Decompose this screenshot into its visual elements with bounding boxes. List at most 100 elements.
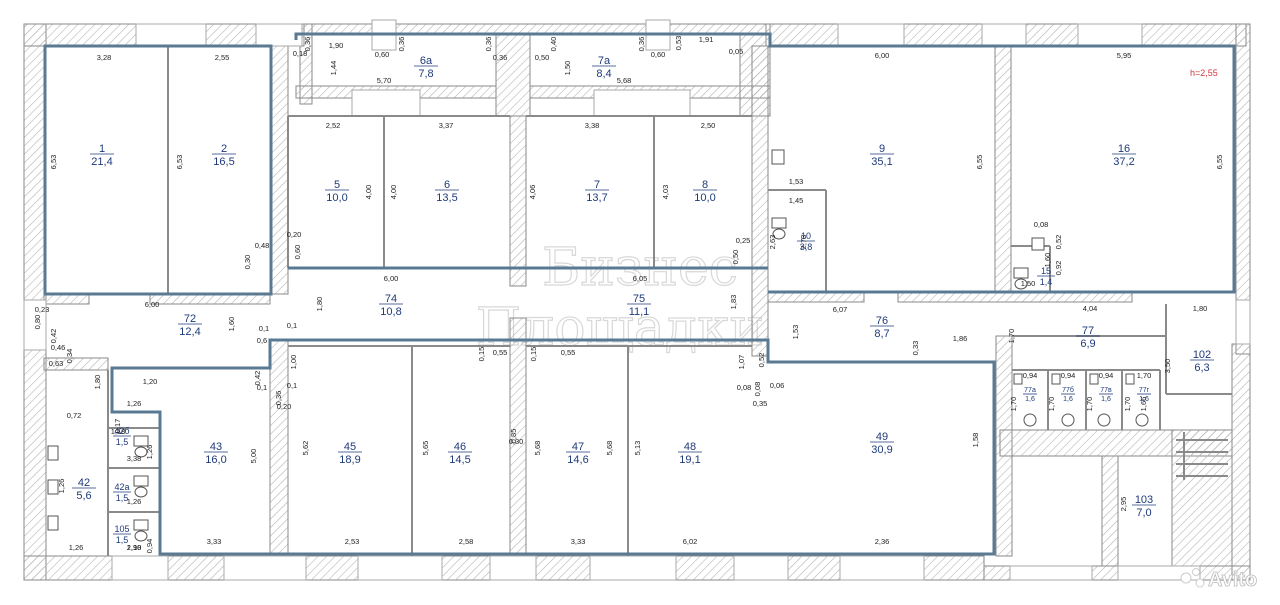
dimension-label: 3,28 <box>97 53 112 62</box>
room-number: 9 <box>879 143 885 155</box>
room-number: 7а <box>598 55 611 67</box>
room-labels: 121,4216,56а7,87а8,4935,11637,2510,0613,… <box>72 55 1214 545</box>
room-area: 8,4 <box>596 68 611 80</box>
dimension-label: 1,70 <box>1137 371 1152 380</box>
dimension-label: 1,53 <box>791 325 800 340</box>
wall-int-f <box>751 45 769 357</box>
toilet-icon <box>133 435 149 458</box>
dimension-label: 2,36 <box>875 537 890 546</box>
dimension-label: 5,65 <box>421 441 430 456</box>
dimension-label: 1,50 <box>1021 279 1036 288</box>
toilet-icon <box>1023 413 1037 427</box>
dimension-label: 3,38 <box>127 454 142 463</box>
room-number: 77г <box>1139 387 1150 394</box>
dimension-label: 1,70 <box>1123 397 1132 412</box>
dimension-label: 1,83 <box>729 295 738 310</box>
dimension-label: 0,40 <box>549 37 558 52</box>
dimension-label: 0,94 <box>1023 371 1038 380</box>
highlight-zone-2 <box>294 32 1236 294</box>
dimension-label: 0,15 <box>477 347 486 362</box>
dimension-label: 6,07 <box>833 305 848 314</box>
dimension-label: 1,91 <box>699 35 714 44</box>
dimension-label: 0,36 <box>637 37 646 52</box>
sink-icon <box>1125 373 1135 385</box>
dimension-label: 1,70 <box>1047 397 1056 412</box>
room-number: 15 <box>1041 266 1051 276</box>
dimension-label: 0,63 <box>49 359 64 368</box>
highlight-zone-1 <box>43 44 273 296</box>
avito-wordmark: Avito <box>1208 569 1257 591</box>
dimension-label: 1,80 <box>93 375 102 390</box>
dimension-label: 1,60 <box>1043 253 1052 268</box>
dimension-label: 2,52 <box>326 121 341 130</box>
room-label: 425,6 <box>72 477 96 502</box>
dimension-label: 0,50 <box>535 53 550 62</box>
dimension-label: 0,15 <box>529 347 538 362</box>
windows <box>23 19 1251 581</box>
dimension-label: 0,85 <box>509 429 518 444</box>
dimension-label: 0,1 <box>257 383 267 392</box>
toilet-icon <box>133 475 149 498</box>
dimension-label: 4,04 <box>1083 304 1098 313</box>
dimension-label: 0,36 <box>493 53 508 62</box>
toilet-icon <box>1013 267 1029 290</box>
room-number: 10 <box>801 231 811 241</box>
dimension-label: 1,18 <box>111 427 126 436</box>
room-area: 14,5 <box>449 454 470 466</box>
dimension-label: 1,80 <box>315 297 324 312</box>
dimension-label: 1,26 <box>127 497 142 506</box>
dimension-label: 0,17 <box>113 419 122 434</box>
room-area: 13,5 <box>436 192 457 204</box>
sink-icon <box>1013 373 1023 385</box>
dimension-label: 5,70 <box>377 76 392 85</box>
dimension-label: 6,53 <box>175 155 184 170</box>
sink-icon <box>771 149 785 165</box>
room-number: 103 <box>1135 494 1153 506</box>
room-number: 102 <box>1193 349 1211 361</box>
wall-int-j <box>269 339 289 557</box>
wall-int-q <box>1101 455 1119 567</box>
avito-dot-icon <box>1195 578 1205 588</box>
room-number: 48 <box>684 441 696 453</box>
dimension-label: 0,94 <box>1061 371 1076 380</box>
room-number: 76 <box>876 315 888 327</box>
dimension-label: 4,00 <box>364 185 373 200</box>
room-area: 13,7 <box>586 192 607 204</box>
dimension-label: 0,08 <box>753 382 762 397</box>
dimension-label: 0,60 <box>651 50 666 59</box>
room-number: 43 <box>210 441 222 453</box>
wall-int-r <box>1171 429 1233 567</box>
room-area: 37,2 <box>1113 156 1134 168</box>
room-number: 6а <box>420 55 433 67</box>
dimension-label: 1,70 <box>1007 329 1016 344</box>
dimension-label: 0,52 <box>757 353 766 368</box>
wall-right-lower <box>1231 343 1251 581</box>
dimension-label: 5,13 <box>633 441 642 456</box>
room-number: 6 <box>444 179 450 191</box>
dimension-label: 0,53 <box>674 36 683 51</box>
room-number: 47 <box>572 441 584 453</box>
toilet-icon <box>1135 413 1149 427</box>
dimension-label: 1,20 <box>143 377 158 386</box>
dimension-label: 4,06 <box>528 185 537 200</box>
room-label: 103,8 <box>797 231 815 252</box>
room-label: 776,9 <box>1076 325 1100 350</box>
dimension-label: 2,55 <box>215 53 230 62</box>
room-number: 77а <box>1024 387 1036 394</box>
dimension-label: 0,23 <box>35 305 50 314</box>
room-area: 10,8 <box>380 306 401 318</box>
dimension-label: 0,34 <box>65 349 74 364</box>
room-number: 1 <box>99 143 105 155</box>
room-area: 1,6 <box>1101 396 1111 403</box>
dimension-label: 3,33 <box>207 537 222 546</box>
room-area: 7,8 <box>418 68 433 80</box>
room-number: 72 <box>184 313 196 325</box>
